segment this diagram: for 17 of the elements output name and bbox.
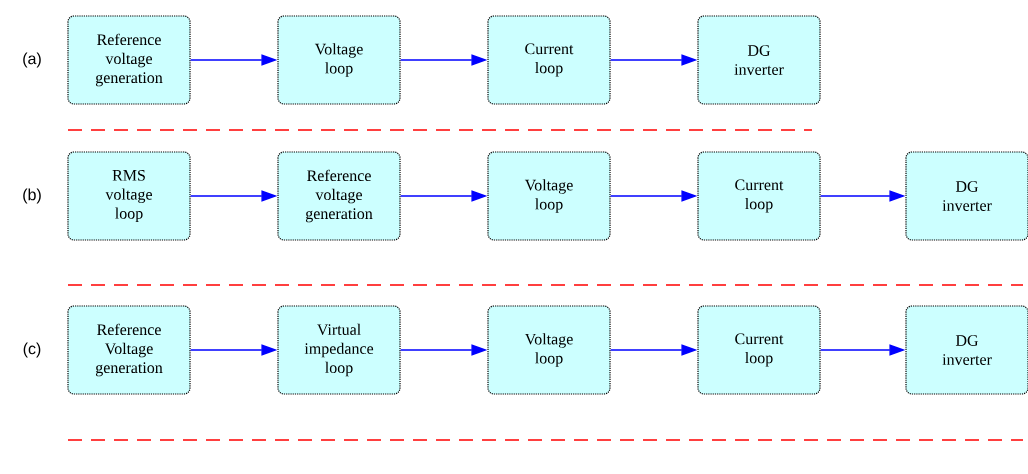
process-box: Voltage loop: [277, 15, 401, 105]
process-box: Current loop: [487, 15, 611, 105]
process-box: Reference voltage generation: [67, 15, 191, 105]
panel-label: (c): [23, 342, 41, 358]
process-box: RMS voltage loop: [67, 151, 191, 241]
process-box: Current loop: [697, 305, 821, 395]
process-box: DG inverter: [905, 305, 1028, 395]
process-box: Voltage loop: [487, 305, 611, 395]
process-box: Reference Voltage generation: [67, 305, 191, 395]
process-box: Reference voltage generation: [277, 151, 401, 241]
process-box: DG inverter: [697, 15, 821, 105]
process-box: Current loop: [697, 151, 821, 241]
panel-label: (a): [23, 52, 41, 68]
panel-label: (b): [23, 188, 41, 204]
process-box: Voltage loop: [487, 151, 611, 241]
process-box: DG inverter: [905, 151, 1028, 241]
process-box: Virtual impedance loop: [277, 305, 401, 395]
